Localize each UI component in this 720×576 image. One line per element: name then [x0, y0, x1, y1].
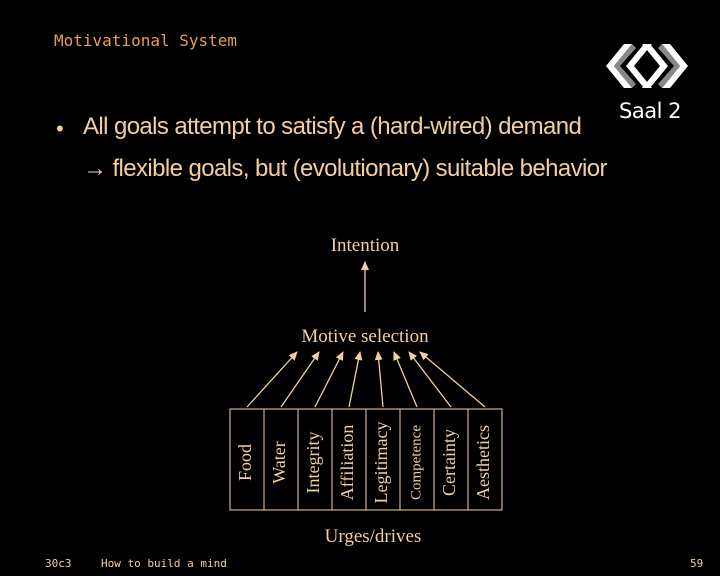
motive-selection-label: Motive selection	[301, 326, 429, 347]
drive-arrows	[246, 351, 486, 408]
drive-label-food: Food	[235, 444, 255, 481]
footer-page-number: 59	[690, 557, 704, 570]
footer-talk-title: How to build a mind	[101, 557, 227, 570]
bullet-line-1: All goals attempt to satisfy a (hard-wir…	[83, 113, 582, 140]
bullet-line-2: → flexible goals, but (evolutionary) sui…	[83, 155, 608, 182]
urges-drives-label: Urges/drives	[325, 526, 422, 547]
drive-label-water: Water	[269, 441, 289, 484]
drive-arrow-legitimacy	[374, 351, 384, 408]
logo-icon	[606, 44, 688, 88]
logo-label: Saal 2	[619, 99, 681, 123]
drive-arrow-competence	[393, 351, 418, 408]
drive-arrow-aesthetics	[419, 351, 486, 408]
drive-arrow-water	[280, 351, 320, 408]
bullet-icon: •	[56, 116, 64, 141]
drive-arrow-certainty	[408, 351, 452, 408]
intention-label: Intention	[331, 235, 400, 256]
drive-label-integrity: Integrity	[303, 432, 323, 494]
drive-arrow-affiliation	[348, 351, 363, 408]
drive-label-competence: Competence	[408, 425, 424, 500]
drive-label-aesthetics: Aesthetics	[473, 425, 493, 500]
drive-label-affiliation: Affiliation	[337, 425, 357, 501]
footer-event: 30c3	[45, 557, 72, 570]
drive-label-legitimacy: Legitimacy	[371, 422, 391, 504]
drive-label-certainty: Certainty	[439, 429, 459, 496]
drive-box-aesthetics	[467, 408, 503, 511]
drive-arrow-integrity	[314, 351, 344, 408]
slide-header-title: Motivational System	[54, 31, 238, 50]
drive-boxes: Food Water Integrity Affiliation Legitimacy C…	[229, 408, 503, 511]
drive-arrow-food	[246, 351, 298, 408]
